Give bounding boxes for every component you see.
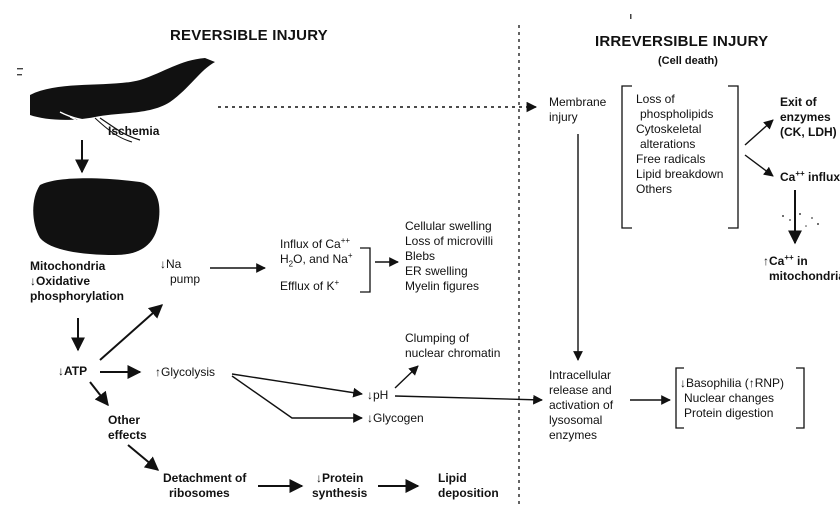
membrane-effects-list: Loss of phospholipids Cytoskeletal alter… (636, 92, 724, 196)
arrow-other-detach (127, 444, 160, 471)
other-effects-label: Other effects (108, 413, 147, 442)
ph-label: ↓pH (367, 388, 389, 402)
mitochondrion-illustration (33, 178, 160, 255)
arrow-glycolysis-glycogen (231, 375, 363, 423)
ischemic-vessel-illustration (30, 58, 215, 143)
detachment-label: Detachment of ribosomes (163, 471, 247, 500)
glycogen-label: ↓Glycogen (367, 411, 424, 425)
arrow-glycolysis-ph (231, 373, 363, 398)
glycolysis-label: ↑Glycolysis (155, 365, 216, 379)
scan-speckle (17, 14, 819, 227)
ion-flux-label: Influx of Ca++ H2O, and Na+ Efflux of K+ (280, 236, 353, 294)
intracellular-enzymes-label: Intracellular release and activation of … (549, 368, 614, 442)
na-pump-label: ↓Na pump (160, 257, 201, 286)
arrow-ph-clumping (394, 365, 419, 389)
cell-changes-list: Cellular swelling Loss of microvilli Ble… (405, 219, 494, 293)
arrow-atp-other (89, 381, 109, 407)
membrane-injury-label: Membrane injury (549, 95, 607, 124)
clumping-label: Clumping of nuclear chromatin (405, 331, 501, 360)
arrow-atp-napump (99, 304, 164, 361)
irreversible-injury-header: IRREVERSIBLE INJURY (595, 33, 769, 50)
bracket-membrane-right (728, 85, 739, 229)
cell-death-subtitle: (Cell death) (658, 55, 718, 67)
lipid-deposition-label: Lipid deposition (438, 471, 499, 500)
protein-synthesis-label: ↓Protein synthesis (312, 471, 368, 500)
bracket-membrane-left (621, 85, 632, 229)
bracket-nuclear-left (675, 367, 684, 429)
ca-mitochondria-label: ↑Ca++ in mitochondria (763, 253, 840, 284)
bracket-influx-efflux (360, 247, 371, 293)
atp-label: ↓ATP (58, 364, 88, 378)
reversible-injury-header: REVERSIBLE INJURY (170, 27, 328, 44)
nuclear-effects-list: ↓Basophilia (↑RNP) Nuclear changes Prote… (680, 376, 785, 420)
bracket-nuclear-right (796, 367, 805, 429)
arrow-ph-intracellular (394, 394, 543, 405)
ca-influx-label: Ca++ influx (780, 169, 840, 185)
ischemia-label: Ischemia (108, 124, 160, 138)
arrow-to-ca-influx (744, 154, 774, 177)
mitochondria-label: Mitochondria ↓Oxidative phosphorylation (30, 259, 124, 303)
arrow-to-exit-enzymes (744, 119, 774, 146)
exit-enzymes-label: Exit of enzymes (CK, LDH) (780, 95, 837, 139)
